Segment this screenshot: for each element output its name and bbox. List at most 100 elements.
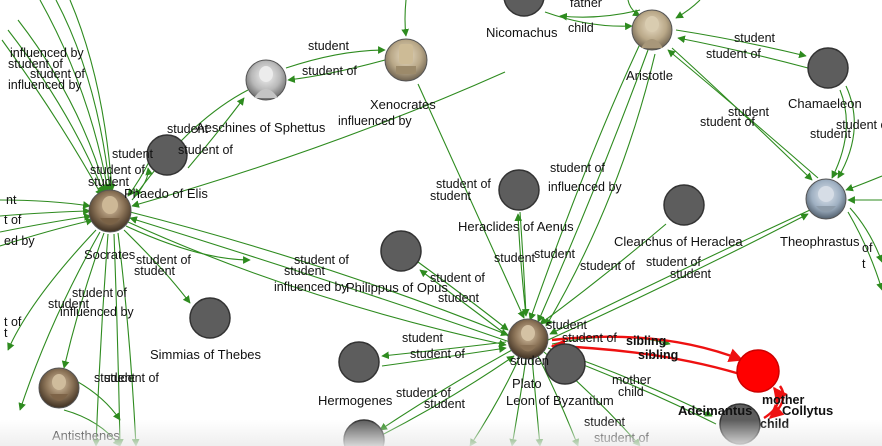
node-phaedo[interactable] [146,134,188,176]
edge [675,0,701,19]
edge [7,29,105,194]
edge [537,49,649,323]
node-heraclides[interactable] [498,169,540,211]
edge-label-student: student [494,251,536,265]
edge [381,341,507,360]
edge [549,209,811,335]
node-label-phaedo: Phaedo of Elis [124,186,208,201]
edge [849,207,882,263]
node-chamaeleon[interactable] [807,47,849,89]
edge-label-influenced-by: influenced by [60,305,134,319]
node-nicomachus-top[interactable] [503,0,545,17]
edge [544,11,633,31]
node-xenocrates[interactable] [384,38,428,82]
bust-portrait-icon [816,186,836,212]
edge-label-father: father [570,0,602,10]
node-mother-highlight[interactable] [736,349,780,393]
edge-label-child: child [568,21,594,35]
edge [55,0,114,192]
edge-label-student-of: student of [646,255,701,269]
node-label-simmias: Simmias of Thebes [150,347,262,362]
node-label-theophrastus: Theophrastus [780,234,860,249]
edge [381,345,507,367]
edge [0,213,92,233]
edge-label-influenced-by: influenced by [548,180,622,194]
edge-label-child: child [760,417,789,431]
edge [419,269,509,337]
node-antisthenes[interactable] [38,367,80,409]
node-label-plato: Plato [512,376,542,391]
edge [69,0,116,192]
node-clearchus[interactable] [663,184,705,226]
sibling-edge [551,335,744,363]
node-label-nicomachus: Nicomachus [486,25,558,40]
edge-label-student-of: student of [396,386,451,400]
node-theophrastus[interactable] [805,178,847,220]
edge-label-partial: t of [4,315,22,329]
edge-label-student: student [546,318,588,332]
edge-label-student-of: student of [294,253,349,267]
bust-portrait-icon [519,325,537,352]
edge [528,43,641,321]
node-label-aeschines: Aeschines of Sphettus [196,120,326,135]
node-label-leon: Leon of Byzantium [506,393,614,408]
node-simmias[interactable] [189,297,231,339]
edge [837,85,855,179]
edge-label-influenced-by: influenced by [8,78,82,92]
node-plato[interactable] [507,318,549,360]
edge [514,213,527,317]
edge-label-student: student [308,39,350,53]
edge [545,53,656,327]
edge [831,89,847,179]
edge-label-partial: t of [4,213,22,227]
edge-label-student-of: student of [436,177,491,191]
edge [417,261,509,331]
node-hermogenes[interactable] [338,341,380,383]
edge-label-child: child [618,385,644,399]
edge-label-student: student [284,264,326,278]
edge-label-student-of: student of [104,371,159,385]
edge [845,175,882,192]
node-aristotle[interactable] [631,9,673,51]
edge-label-sibling: sibling [626,334,666,348]
edges-red [550,335,788,420]
edge [129,216,511,343]
node-label-aristotle: Aristotle [626,68,673,83]
node-philippus[interactable] [380,230,422,272]
node-label-hermogenes: Hermogenes [318,393,393,408]
edge [123,229,191,304]
bust-portrait-icon [641,16,663,48]
node-label-plato-overlap: studen [510,353,549,368]
edge-label-student: student [728,105,770,119]
edge-label-student-of: student of [302,64,357,78]
node-label-heraclides: Heraclides of Aenus [458,219,574,234]
child-edge [763,386,788,420]
edge-label-partial: of [862,241,873,255]
edge-label-student-of: student of [30,67,85,81]
node-label-chamaeleon: Chamaeleon [788,96,862,111]
node-bottom[interactable] [343,419,385,446]
edge [117,232,140,446]
node-aeschines[interactable] [245,59,287,101]
node-label-antisthenes: Antisthenes [52,428,120,443]
bust-portrait-icon [50,374,68,401]
edge-label-partial: nt [6,193,17,207]
node-socrates[interactable] [88,189,132,233]
edge-label-student: student [134,264,176,278]
edge-label-influenced-by: influenced by [338,114,412,128]
edge [17,19,108,193]
edge [847,211,882,291]
edge-label-student-of: student of [836,118,882,132]
edge-label-student-of: student of [90,163,145,177]
edge-label-student-of: student of [700,115,755,129]
edge-label-student-of: student of [580,259,635,273]
node-leon[interactable] [544,343,586,385]
bust-portrait-icon [100,196,120,225]
node-label-philippus: Philippus of Opus [346,280,448,295]
edge-label-student: student [424,397,466,411]
edge [134,89,249,197]
edge [131,167,153,201]
edge-label-student-of: student of [562,331,617,345]
